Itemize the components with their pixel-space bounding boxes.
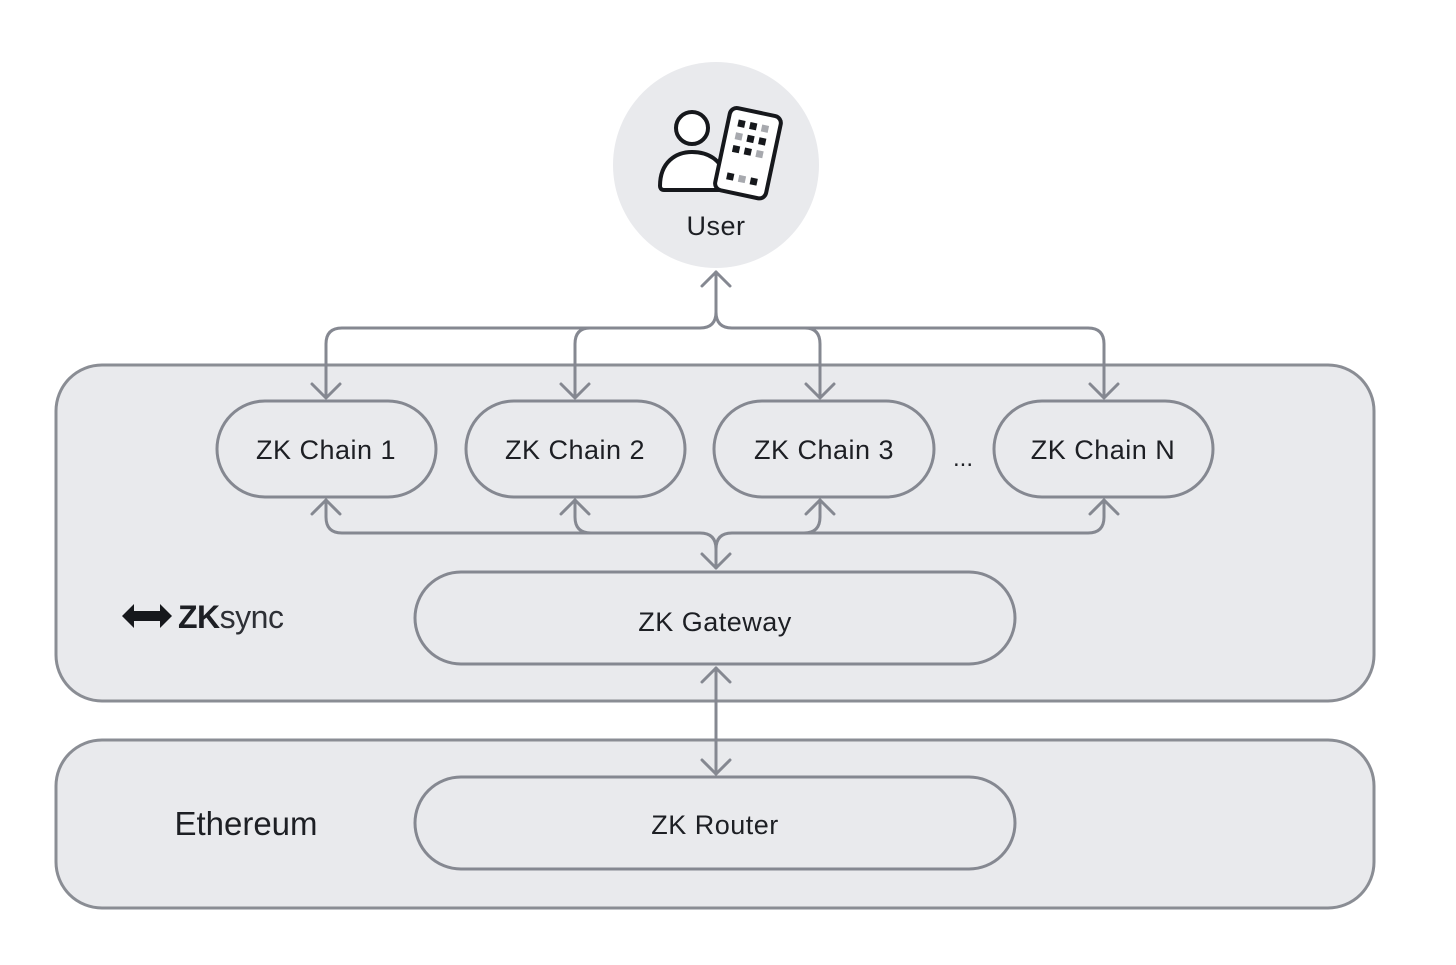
- user-wallet-icon: [658, 106, 783, 201]
- user-label: User: [686, 211, 745, 241]
- zk-chain-n-node: ZK Chain N: [992, 399, 1215, 499]
- zk-chain-1-node: ZK Chain 1: [215, 399, 438, 499]
- zk-chain-1-label: ZK Chain 1: [256, 435, 396, 465]
- user-chain-connectors: [310, 270, 1120, 400]
- zk-chain-3-node: ZK Chain 3: [712, 399, 936, 499]
- zk-router-node: ZK Router: [413, 775, 1017, 871]
- zk-gateway-node: ZK Gateway: [413, 570, 1017, 666]
- zk-router-label: ZK Router: [651, 810, 779, 840]
- zk-chain-n-label: ZK Chain N: [1031, 435, 1176, 465]
- zksync-wordmark: ZKsync: [178, 599, 284, 635]
- chains-ellipsis: ...: [953, 445, 973, 472]
- zk-chain-2-label: ZK Chain 2: [505, 435, 645, 465]
- gateway-router-connector: [700, 666, 732, 776]
- zk-chain-3-label: ZK Chain 3: [754, 435, 894, 465]
- chain-gateway-connectors: [310, 498, 1120, 570]
- zk-gateway-label: ZK Gateway: [638, 607, 792, 637]
- zk-chain-2-node: ZK Chain 2: [464, 399, 687, 499]
- user-node: User: [613, 62, 819, 268]
- zksync-brand: ZKsync: [122, 599, 284, 635]
- zksync-arrows-logo: [122, 604, 172, 628]
- ethereum-label: Ethereum: [174, 805, 317, 842]
